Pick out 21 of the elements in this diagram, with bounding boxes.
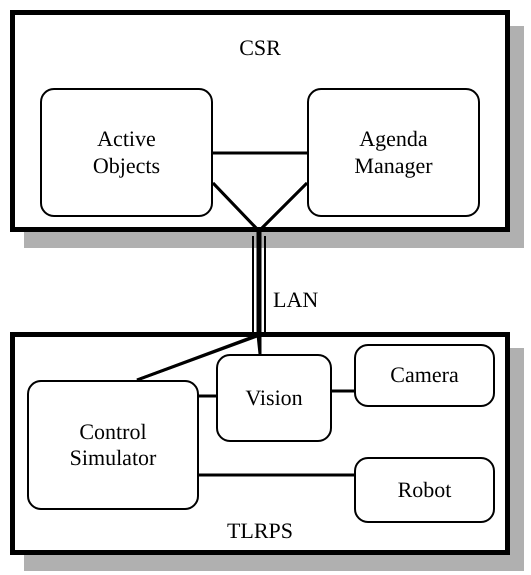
component-label: Vision	[245, 384, 303, 412]
system-label: TLRPS	[226, 518, 294, 544]
component-label: Control Simulator	[68, 418, 158, 472]
component-box	[27, 380, 199, 510]
connector-line	[332, 390, 354, 392]
network-label: LAN	[273, 287, 318, 314]
component-box	[307, 88, 480, 217]
system-label: CSR	[238, 35, 282, 62]
component-box	[354, 457, 495, 523]
component-box	[216, 354, 332, 442]
connector-line	[213, 152, 307, 154]
connector-line	[199, 474, 354, 476]
connector-line	[199, 394, 216, 398]
component-box	[354, 344, 495, 407]
component-label: Robot	[398, 476, 452, 504]
lan-cable	[252, 236, 266, 332]
component-label: Active Objects	[92, 126, 162, 179]
connector-line	[136, 182, 308, 382]
component-label: Camera	[390, 362, 459, 389]
component-label: Agenda Manager	[353, 126, 434, 179]
component-box	[40, 88, 213, 217]
